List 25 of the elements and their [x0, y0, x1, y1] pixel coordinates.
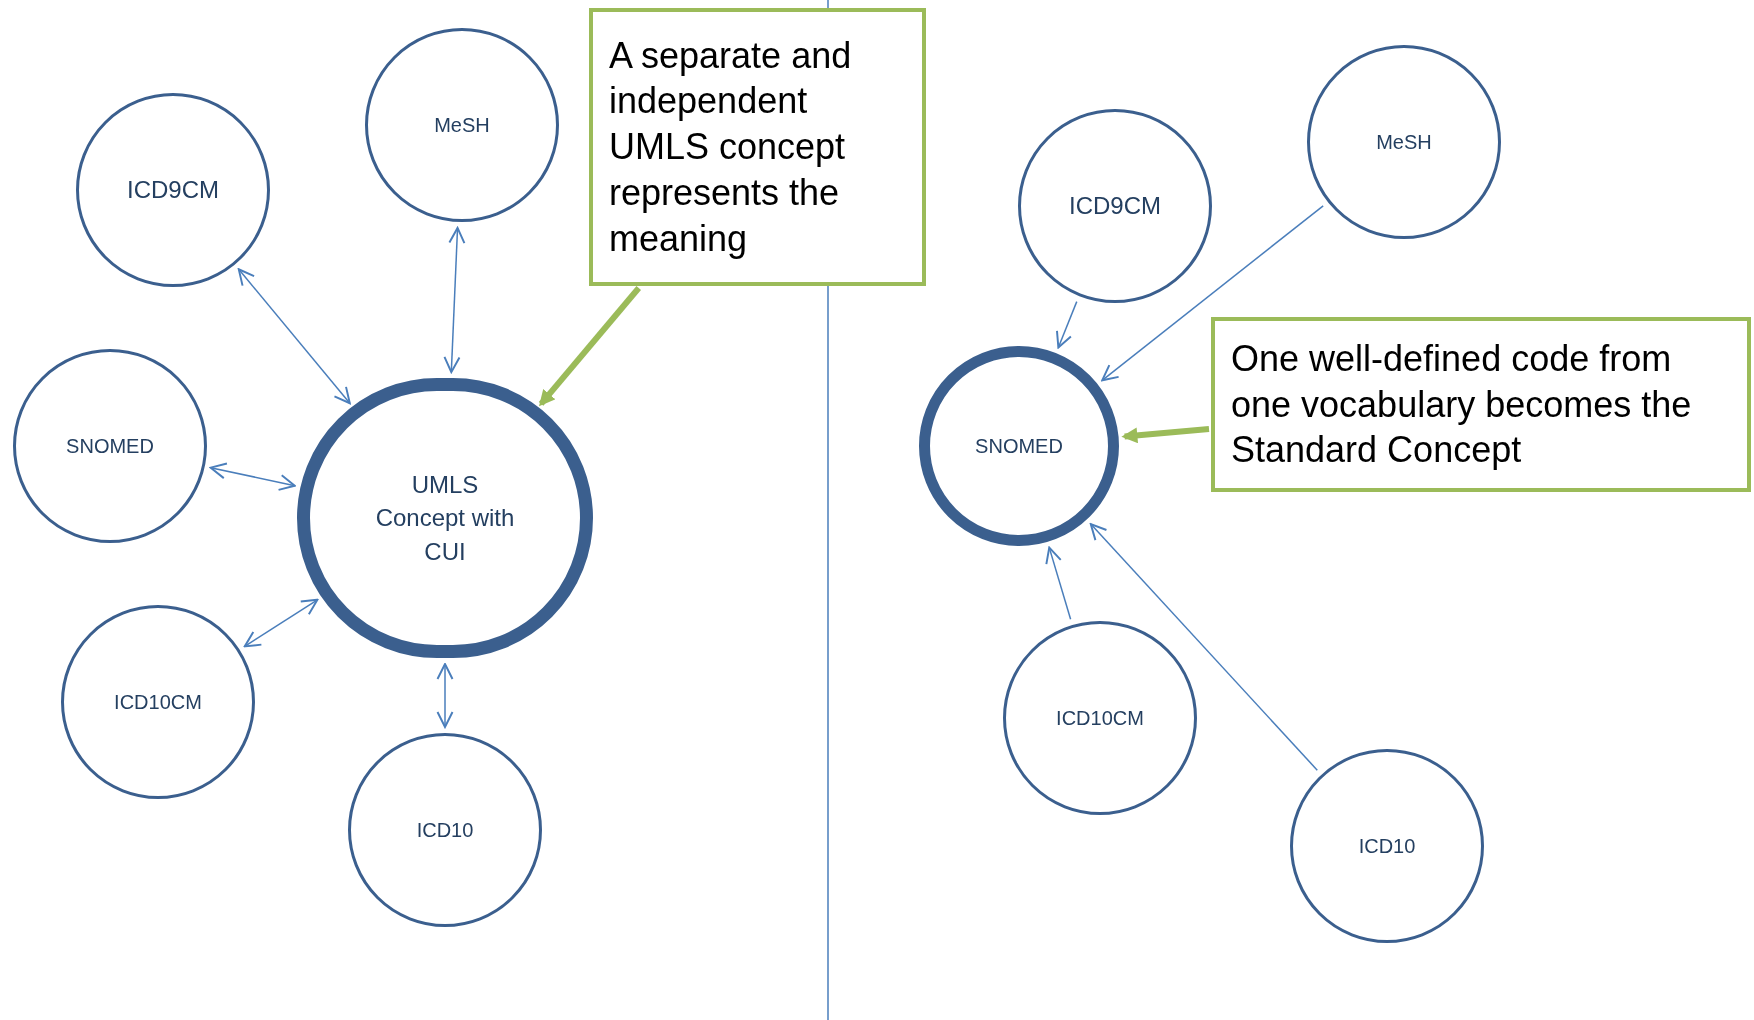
concept-label: ICD10CM: [1056, 706, 1144, 731]
concept-label: SNOMED: [66, 434, 154, 459]
concept-label: ICD9CM: [1069, 191, 1161, 222]
arrow: [237, 268, 351, 405]
callout-text: A separate and independent UMLS concept represents the meaning: [609, 33, 853, 261]
concept-label: UMLS Concept with CUI: [374, 469, 516, 567]
callout-box: [589, 8, 926, 286]
concept-label: MeSH: [434, 113, 490, 138]
concept-label: MeSH: [1376, 130, 1432, 155]
concept-label: ICD10CM: [114, 690, 202, 715]
callout-text: One well-defined code from one vocabulary becomes the Standard Concept: [1231, 336, 1693, 473]
concept-label: ICD9CM: [127, 175, 219, 206]
concept-label: ICD10: [1358, 834, 1416, 859]
arrow: [436, 663, 454, 728]
concept-label: SNOMED: [975, 434, 1063, 459]
concept-label: ICD10: [416, 818, 474, 843]
callout-box: [1211, 317, 1751, 492]
arrow: [243, 598, 319, 648]
arrow: [538, 286, 642, 407]
arrow: [1101, 205, 1324, 382]
arrow: [209, 462, 296, 491]
arrow: [1089, 523, 1318, 771]
arrow: [443, 226, 466, 374]
arrow: [1121, 425, 1210, 444]
arrow: [1045, 546, 1072, 621]
